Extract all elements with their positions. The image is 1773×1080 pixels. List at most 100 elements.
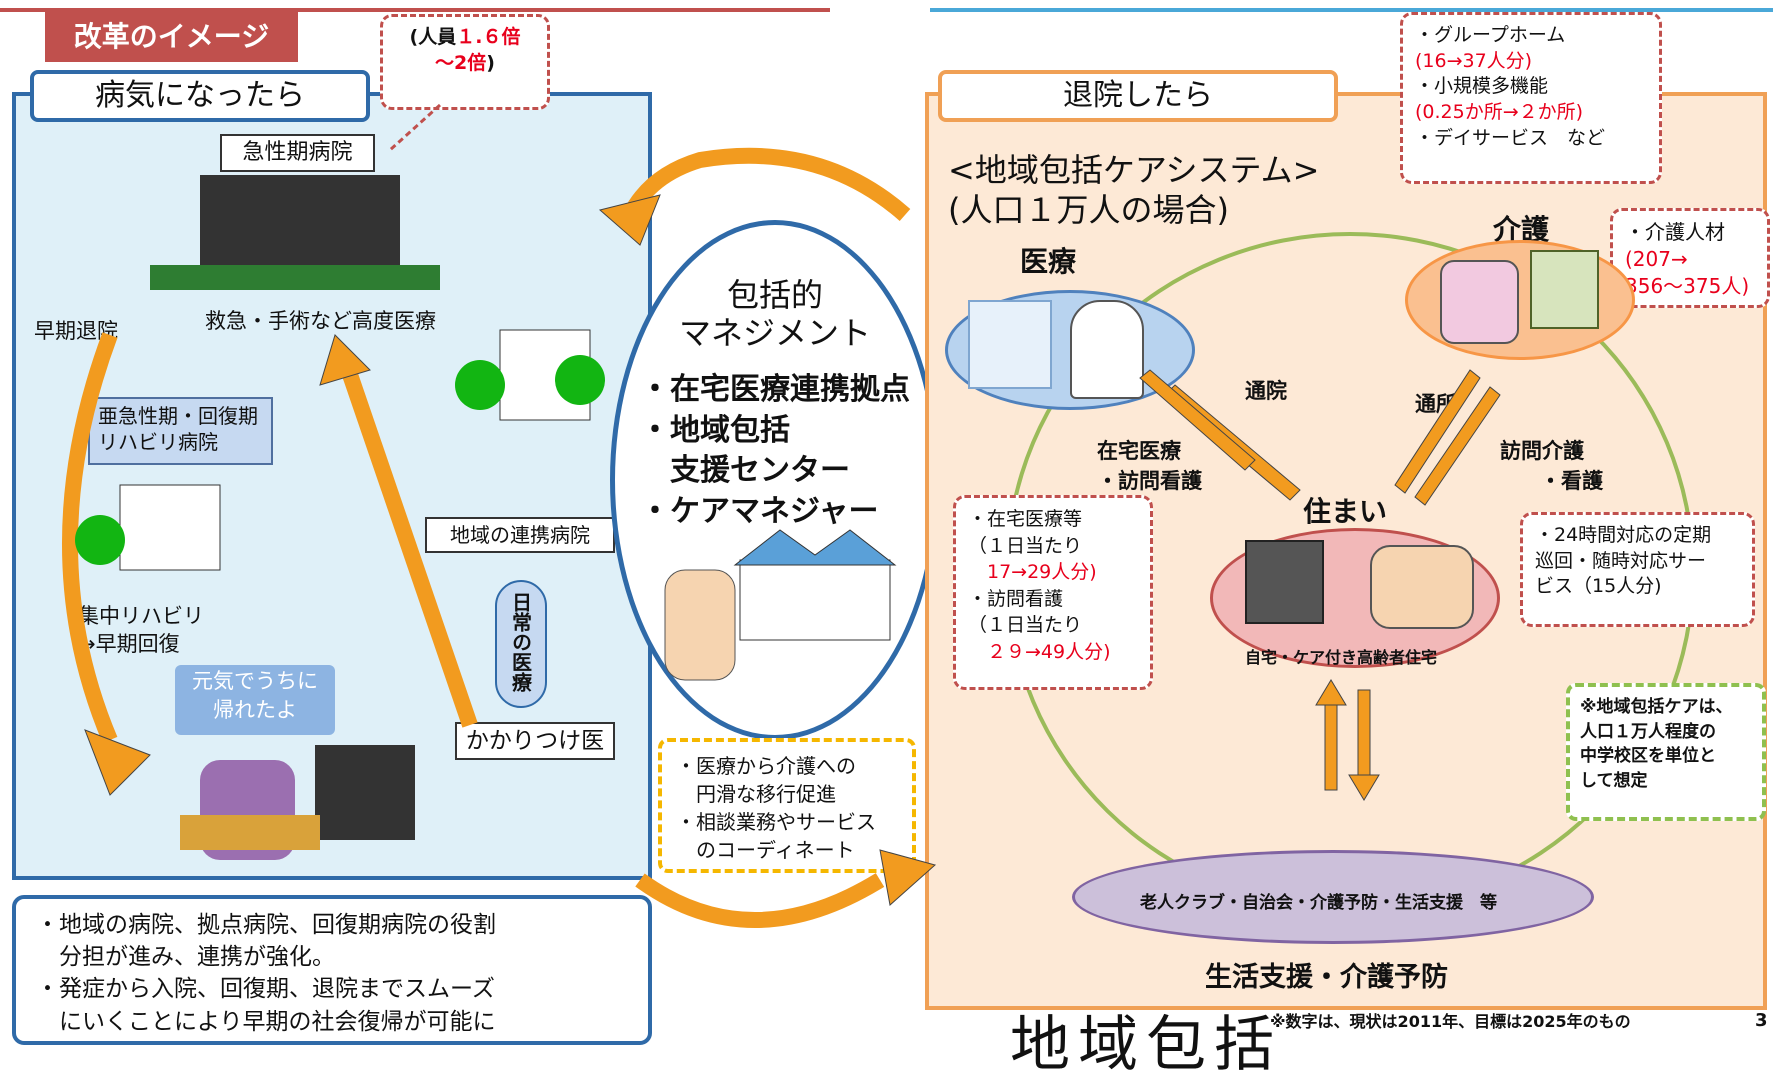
reform-image-tag: 改革のイメージ	[45, 12, 298, 62]
staff-line: 356〜375人)	[1625, 274, 1750, 298]
note-line: ※地域包括ケアは、	[1580, 697, 1733, 717]
top-right-frame-line	[930, 0, 1773, 12]
home-care-arrow	[1414, 386, 1501, 506]
housing-label: 住まい	[1303, 495, 1388, 528]
up-arrow-head	[1315, 679, 1347, 706]
patrol-service-box: ・24時間対応の定期 巡回・随時対応サー ビス（15人分)	[1520, 512, 1755, 627]
home-medical-line: ２９→49人分)	[968, 640, 1111, 663]
escalation-arrow	[337, 357, 478, 728]
management-item: ・ケアマネジャー	[640, 493, 879, 529]
service-line: (0.25か所→２か所)	[1415, 100, 1584, 123]
home-medical-label-2: ・訪問看護	[1097, 469, 1202, 493]
note-line: 中学校区を単位と	[1580, 746, 1716, 767]
bench	[180, 815, 320, 850]
home-care-label-2: ・看護	[1540, 469, 1603, 493]
note-line: 人口１万人程度の	[1580, 721, 1716, 742]
home-medical-line: 17→29人分)	[968, 561, 1097, 584]
management-items: ・在宅医療連携拠点 ・地域包括 支援センター ・ケアマネジャー	[640, 370, 910, 532]
service-line: ・小規模多機能	[1415, 75, 1549, 98]
summary-line: ・発症から入院、回復期、退院までスムーズ	[36, 976, 495, 1003]
regional-tree	[555, 355, 605, 405]
housing-caption: 自宅・ケア付き高齢者住宅	[1245, 648, 1438, 667]
rehab-hospital-building	[119, 484, 221, 571]
return-curve-arrow	[635, 873, 885, 928]
right-panel-title: 退院したら	[938, 70, 1338, 122]
patrol-line: ビス（15人分)	[1535, 575, 1662, 598]
staff-ratio-bubble: (人員１.６倍 〜2倍)	[380, 14, 550, 110]
management-item: ・在宅医療連携拠点	[640, 372, 910, 407]
community-caption: 老人クラブ・自治会・介護予防・生活支援 等	[1140, 893, 1497, 913]
medical-label: 医療	[1020, 245, 1077, 278]
discharge-curve-arrow	[622, 147, 911, 222]
note-line: 円滑な移行促進	[676, 782, 836, 806]
regional-tree	[455, 360, 505, 410]
care-system-title: <地域包括ケアシステム>	[948, 151, 1320, 189]
home-medical-label-1: 在宅医療	[1097, 439, 1181, 463]
home-medical-line: ・在宅医療等	[968, 508, 1083, 530]
up-arrow-shaft	[1324, 699, 1338, 791]
discharge-arrow-head	[598, 194, 661, 246]
management-item: 支援センター	[640, 453, 850, 488]
down-arrow-head	[1348, 774, 1380, 801]
outpatient-label: 通院	[1245, 379, 1287, 403]
return-arrow-head	[879, 849, 937, 906]
rehab-line-1: 集中リハビリ	[78, 604, 204, 628]
acute-caption: 救急・手術など高度医療	[205, 309, 436, 333]
left-panel-title: 病気になったら	[30, 70, 370, 122]
patrol-line: ・24時間対応の定期	[1535, 524, 1712, 546]
note-line: ・医療から介護への	[676, 754, 856, 778]
family-doctor-label: かかりつけ医	[455, 722, 615, 760]
bubble-prefix: (人員	[409, 26, 457, 48]
houses-icon	[739, 559, 891, 641]
care-system-subtitle: (人口１万人の場合)	[948, 191, 1229, 229]
home-care-label-1: 訪問介護	[1500, 439, 1584, 463]
staff-line: ・介護人材	[1625, 220, 1725, 244]
home-medical-box: ・在宅医療等 （１日当たり 17→29人分) ・訪問看護 （１日当たり ２９→4…	[953, 495, 1153, 690]
acute-hospital-ground	[150, 265, 440, 290]
escalation-arrow-head	[319, 334, 371, 386]
patrol-line: 巡回・随時対応サー	[1535, 549, 1707, 572]
community-note-box: ※地域包括ケアは、 人口１万人程度の 中学校区を単位と して想定	[1566, 683, 1766, 821]
daily-medical-label: 日常の医療	[508, 592, 533, 692]
house-icon	[1245, 540, 1324, 624]
service-line: (16→37人分)	[1415, 49, 1533, 72]
management-title-1: 包括的	[726, 276, 823, 314]
note-line: して想定	[1580, 770, 1648, 791]
care-facility-icon	[1530, 250, 1599, 329]
home-speech-bubble: 元気でうちに 帰れたよ	[175, 665, 335, 735]
bubble-ratio-1: １.６倍	[456, 26, 521, 48]
bubble-ratio-2: 〜2倍	[435, 51, 487, 74]
hospital-icon	[968, 300, 1052, 389]
community-oval	[1072, 850, 1594, 944]
footnote: ※数字は、現状は2011年、目標は2025年のもの	[1270, 1012, 1631, 1031]
home-medical-line: （１日当たり	[968, 614, 1083, 637]
family-icon	[1370, 545, 1474, 629]
rehab-curve-arrow	[62, 332, 118, 744]
caregiver-icon	[1440, 260, 1519, 344]
service-line: ・グループホーム	[1415, 24, 1566, 46]
top-left-frame-line	[0, 0, 830, 12]
home-medical-arrow	[1139, 369, 1256, 471]
day-visit-arrow	[1394, 369, 1481, 494]
down-arrow-shaft	[1357, 689, 1371, 781]
doctor-icon	[1070, 300, 1144, 399]
note-line: のコーディネート	[676, 838, 855, 862]
daily-medical-oval: 日常の医療	[495, 580, 547, 708]
transition-notes-box: ・医療から介護への 円滑な移行促進 ・相談業務やサービス のコーディネート	[658, 738, 916, 873]
bubble-pointer	[388, 103, 442, 152]
management-title-2: マネジメント	[678, 314, 871, 352]
summary-line: ・地域の病院、拠点病院、回復期病院の役割	[36, 912, 496, 938]
care-staff-box: ・介護人材 (207→ 356〜375人)	[1610, 208, 1770, 308]
subacute-hospital-label: 亜急性期・回復期 リハビリ病院	[88, 397, 273, 465]
rehab-line-2: →早期回復	[78, 632, 180, 656]
note-line: ・相談業務やサービス	[676, 810, 876, 834]
summary-line: 分担が進み、連携が強化。	[36, 944, 335, 971]
rehab-tree	[75, 515, 125, 565]
acute-hospital-label: 急性期病院	[220, 134, 375, 172]
rehab-arrow-head	[84, 729, 151, 796]
care-services-box: ・グループホーム (16→37人分) ・小規模多機能 (0.25か所→２か所) …	[1400, 12, 1662, 184]
houses-roof	[733, 529, 897, 566]
diagram-arrows	[62, 103, 1501, 928]
summary-line: にいくことにより早期の社会復帰が可能に	[36, 1008, 496, 1035]
home-house	[315, 745, 415, 840]
